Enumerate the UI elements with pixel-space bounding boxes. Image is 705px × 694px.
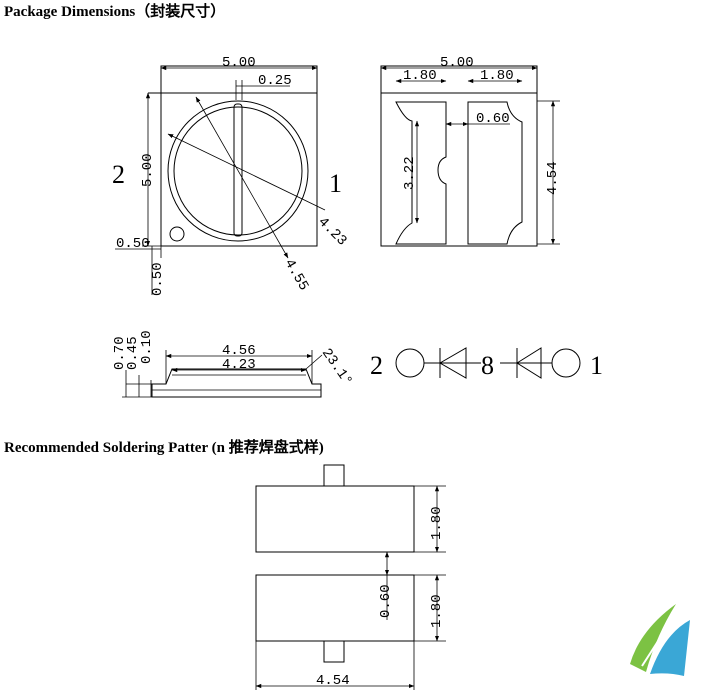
- schematic-pad-left: [395, 348, 425, 378]
- top-view: 5.00 0.25 4.23 4.55 5.00 2 1 0.50 0.50: [112, 55, 350, 296]
- pad-right-width-label: 1.80: [480, 68, 514, 84]
- bottom-pad-right: [467, 101, 523, 245]
- side-view: 0.70 0.45 0.10 4.56 4.23 23.1°: [112, 330, 355, 398]
- top-width-label: 5.00: [222, 55, 256, 71]
- inner-circle-label: 4.23: [314, 214, 349, 249]
- top-height-label: 5.00: [140, 153, 156, 187]
- total-height-label: 4.54: [545, 161, 561, 195]
- bottom-width-label: 5.00: [440, 55, 474, 71]
- logo-leaf-green: [630, 604, 676, 672]
- side-view-body: [151, 368, 322, 398]
- led-schematic: 2 8 1: [370, 347, 603, 380]
- schematic-pin-1-label: 1: [590, 351, 603, 380]
- solder-bottom-height-label: 1.80: [429, 594, 445, 628]
- brand-logo: [630, 604, 690, 676]
- schematic-diode-right: [516, 347, 542, 379]
- cathode-mark: [169, 226, 185, 242]
- schematic-pad-right: [551, 348, 581, 378]
- bottom-view: 5.00 1.80 1.80 0.60 3.22 4.54: [380, 55, 561, 247]
- center-gap-label: 0.25: [258, 73, 292, 89]
- side-angle-label: 23.1°: [318, 346, 355, 390]
- pad-gap-label: 0.60: [476, 111, 510, 127]
- corner-y-label: 0.50: [150, 262, 166, 296]
- solder-top-height-label: 1.80: [429, 506, 445, 540]
- outer-circle-label: 4.55: [281, 257, 312, 294]
- solder-pad-top: [255, 485, 415, 553]
- pin-1-label: 1: [329, 169, 342, 198]
- side-h3-label: 0.10: [139, 330, 155, 364]
- side-h1-label: 0.70: [112, 336, 128, 370]
- pad-left-width-label: 1.80: [403, 68, 437, 84]
- side-inner-width-label: 4.23: [222, 357, 256, 373]
- solder-width-label: 4.54: [316, 673, 350, 689]
- bottom-pad-left: [395, 101, 447, 245]
- soldering-pattern-heading: Recommended Soldering Patter (n 推荐焊盘式样): [4, 440, 324, 456]
- solder-gap-label: 0.60: [378, 584, 394, 618]
- corner-x-label: 0.50: [116, 236, 150, 252]
- schematic-pin-2-label: 2: [370, 351, 383, 380]
- pad-height-label: 3.22: [402, 156, 418, 190]
- side-outer-width-label: 4.56: [222, 343, 256, 359]
- schematic-middle-label: 8: [481, 351, 494, 380]
- schematic-diode-left: [438, 347, 467, 379]
- soldering-pattern: 1.80 1.80 0.60 4.54: [255, 464, 446, 690]
- package-dimensions-heading: Package Dimensions（封装尺寸）: [4, 4, 226, 20]
- logo-leaf-blue: [650, 620, 690, 676]
- side-h2-label: 0.45: [125, 336, 141, 370]
- pin-2-label: 2: [112, 160, 125, 189]
